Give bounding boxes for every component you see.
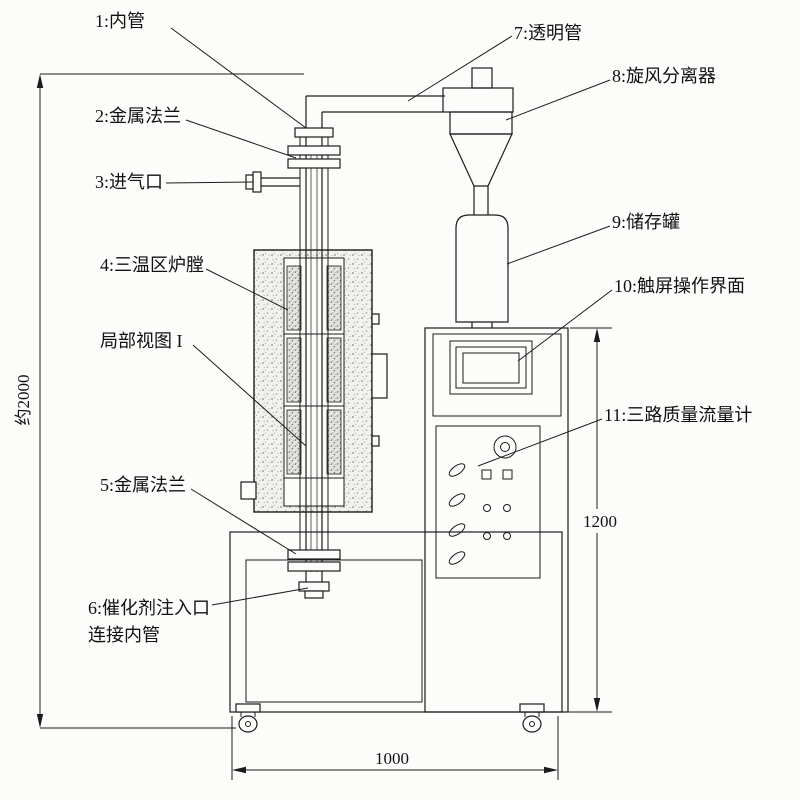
heater-zone-1-right [326, 265, 342, 331]
heater-zone-2-right [326, 337, 342, 403]
label-cyclone: 8:旋风分离器 [612, 66, 716, 86]
label-metal-flange-top: 2:金属法兰 [95, 106, 181, 126]
panel-button-5 [483, 532, 491, 540]
pressure-gauge [493, 435, 517, 459]
storage-tank [455, 214, 509, 328]
callout-labels: 1:内管 7:透明管 8:旋风分离器 2:金属法兰 3:进气口 9:储存罐 4:… [88, 11, 752, 645]
heater-zone-1-left [286, 265, 302, 331]
transparent-tube-run [306, 95, 445, 113]
panel-button-4 [503, 504, 511, 512]
label-metal-flange-bottom: 5:金属法兰 [100, 475, 186, 495]
furnace-body [240, 249, 388, 513]
touchscreen-panel [432, 333, 562, 417]
panel-button-3 [483, 504, 491, 512]
label-furnace: 4:三温区炉膛 [100, 255, 204, 275]
callout-leaders [165, 27, 613, 606]
caster-left [235, 703, 261, 733]
reactor-tube-assembly [299, 96, 329, 582]
cabinet-height-value: 1200 [583, 512, 617, 531]
panel-button-1 [481, 469, 492, 480]
flow-meter-panel [435, 425, 541, 579]
dimension-base-width: 1000 [231, 716, 559, 780]
catalyst-injection-port [298, 581, 330, 599]
label-transparent-tube: 7:透明管 [514, 23, 582, 43]
heater-zone-3-right [326, 409, 342, 475]
base-cabinet [229, 531, 563, 733]
dimension-cabinet-height: 1200 [564, 327, 624, 713]
cyclone-separator [442, 67, 514, 215]
dimension-overall-height: 约2000 [14, 73, 304, 729]
valve-knob-1 [448, 463, 466, 477]
label-catalyst-port-line1: 6:催化剂注入口 [88, 598, 210, 618]
caster-right [519, 703, 545, 733]
panel-button-2 [502, 469, 513, 480]
label-flow-meter: 11:三路质量流量计 [604, 405, 752, 425]
label-catalyst-port-line2: 连接内管 [88, 625, 160, 645]
valve-knob-4 [448, 551, 466, 565]
label-touchscreen: 10:触屏操作界面 [614, 276, 745, 296]
furnace-side-bracket [371, 353, 388, 399]
base-width-value: 1000 [375, 749, 409, 768]
label-local-view: 局部视图 I [100, 331, 183, 351]
valve-knob-3 [448, 523, 466, 537]
metal-flange-top [287, 127, 341, 169]
panel-button-6 [503, 532, 511, 540]
touchscreen-screen [462, 352, 520, 384]
label-inner-tube: 1:内管 [95, 11, 145, 31]
heater-zone-3-left [286, 409, 302, 475]
metal-flange-bottom [287, 549, 341, 572]
label-gas-inlet: 3:进气口 [95, 172, 163, 192]
instrument-tower [424, 327, 569, 713]
furnace-terminal-box [240, 481, 257, 500]
heater-zone-2-left [286, 337, 302, 403]
valve-knob-2 [448, 493, 466, 507]
label-storage-tank: 9:储存罐 [612, 212, 680, 232]
overall-height-value: 约2000 [14, 375, 33, 426]
